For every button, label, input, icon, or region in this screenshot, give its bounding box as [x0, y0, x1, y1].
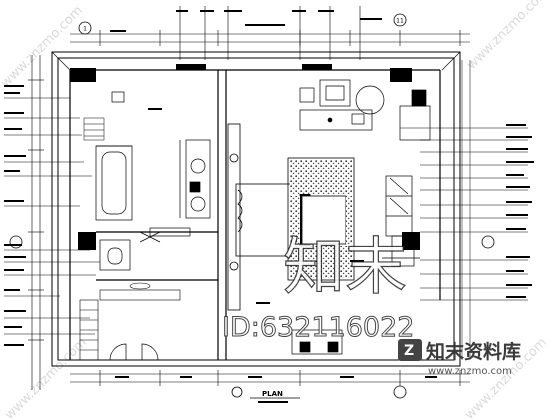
center-watermark: 知末 [282, 229, 407, 303]
entry-door-swings [109, 343, 159, 361]
wardrobe-right [382, 175, 420, 267]
right-labels [506, 124, 534, 298]
brand-name: 知末资料库 [426, 340, 521, 363]
closet [79, 282, 181, 361]
plan-title: PLAN [262, 390, 283, 398]
diagonal-watermark-right: www.znzmo.com [464, 0, 552, 73]
lounge-furniture [299, 79, 431, 141]
brand-logo-glyph: Z [404, 343, 414, 359]
room-labels [148, 108, 364, 304]
wall-hatching [70, 64, 420, 250]
wc-area [99, 227, 191, 271]
shower-shelves [83, 117, 105, 141]
diagonal-watermark-bottom-left: www.znzmo.com [2, 335, 90, 420]
vanity [179, 139, 211, 219]
grid-bubble-label: 11 [396, 18, 404, 25]
center-watermark-chars: 知末 [283, 230, 407, 303]
plan-title-block: PLAN [250, 390, 300, 403]
brand-block: Z 知末资料库 www.znzmo.com [398, 339, 521, 377]
grid-bubble-label: 1 [83, 26, 87, 33]
right-leaders [400, 60, 528, 360]
grid-bubbles [9, 13, 495, 399]
bottom-labels [115, 376, 437, 378]
bottom-sofa [291, 329, 343, 355]
top-dimensions [70, 6, 470, 60]
left-dimensions [28, 55, 44, 390]
outer-walls [51, 51, 461, 367]
top-annotation-ticks [110, 10, 382, 32]
bath-sign [111, 91, 125, 103]
interior-walls [69, 69, 441, 360]
bed-rug-pattern [290, 160, 352, 278]
id-watermark: ID:632116022 [222, 312, 414, 343]
bottom-dimensions [70, 370, 470, 386]
tv-wall [227, 123, 241, 311]
left-labels [4, 85, 26, 346]
brand-logo-mark [398, 339, 422, 361]
brand-url: www.znzmo.com [428, 366, 512, 377]
bathtub [95, 145, 133, 221]
